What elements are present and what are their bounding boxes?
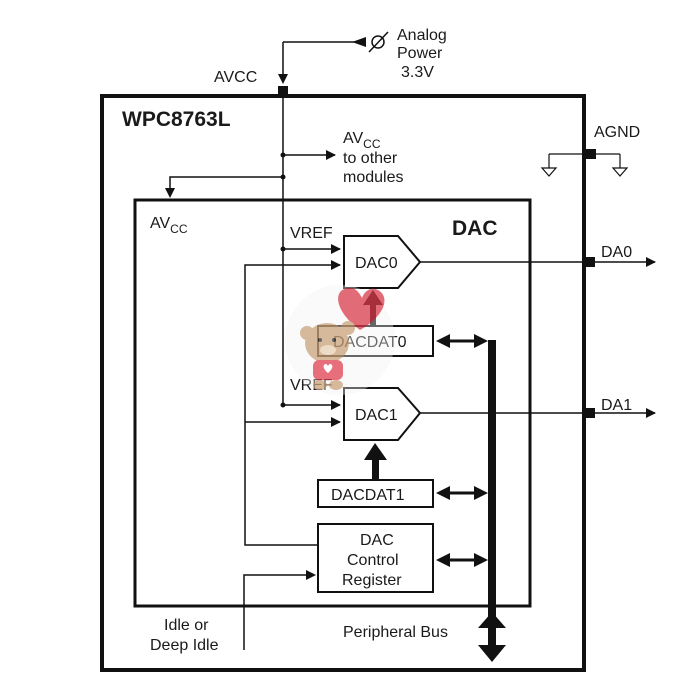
control-bus-link [436, 553, 488, 567]
chip-boundary [100, 94, 586, 672]
inner-avcc-label: AVCC [150, 215, 188, 236]
control-register-label-1: DAC [360, 532, 394, 549]
da1-label: DA1 [601, 397, 632, 414]
dac-module-boundary [133, 198, 532, 608]
shirt-heart-icon [323, 364, 333, 373]
avcc-into-dac-arrow-icon [165, 188, 175, 198]
avcc-pin-label: AVCC [214, 69, 257, 86]
da0-pin [585, 257, 595, 267]
control-register-label-3: Register [342, 572, 402, 589]
peripheral-bus [488, 340, 496, 630]
dacdat1-label: DACDAT1 [331, 487, 405, 504]
avcc-other-label: AVCC [343, 130, 381, 151]
heart-icon [338, 287, 385, 330]
bus-down-arrow-icon [478, 645, 506, 662]
avcc-pin [278, 86, 288, 96]
agnd-pin: AGND [540, 124, 640, 177]
dac1-label: DAC1 [355, 407, 398, 424]
teddy-bear-sticker [285, 285, 395, 395]
bus-up-arrow-icon [478, 612, 506, 628]
dacdat1-to-dac1-arrow-icon [364, 443, 387, 460]
double-arrow-icon [436, 553, 488, 567]
vref0-label: VREF [290, 225, 333, 242]
agnd-label: AGND [594, 124, 640, 141]
dacdat0-bus-link [436, 334, 488, 348]
double-arrow-icon [436, 334, 488, 348]
dac0-block[interactable]: DAC0 [343, 235, 422, 289]
avcc-other-label-2: to other [343, 150, 398, 167]
double-arrow-icon [436, 486, 488, 500]
idle-label-1: Idle or [164, 617, 209, 634]
control-register-label-2: Control [347, 552, 399, 569]
analog-power-source: Analog Power 3.3V [283, 27, 447, 81]
dacdat0-label: DACDAT0 [333, 334, 407, 351]
da1-pin [585, 408, 595, 418]
ground-symbol-icon [611, 167, 629, 177]
chip-name: WPC8763L [122, 108, 231, 131]
peripheral-bus-label: Peripheral Bus [343, 624, 448, 641]
da0-label: DA0 [601, 244, 632, 261]
avcc-down-arrow-icon [278, 74, 288, 84]
dacdat1-register[interactable]: DACDAT1 [317, 479, 434, 508]
ground-symbol-icon [540, 167, 558, 177]
avcc-other-label-3: modules [343, 169, 403, 186]
idle-input-arrow-icon [306, 570, 316, 580]
dac0-label: DAC0 [355, 255, 398, 272]
analog-power-voltage: 3.3V [401, 64, 434, 81]
analog-power-label: Analog [397, 27, 447, 44]
dacdat1-bus-link [436, 486, 488, 500]
dac-control-register[interactable]: DAC Control Register [317, 523, 434, 593]
dac-module-title: DAC [452, 217, 498, 240]
idle-label-2: Deep Idle [150, 637, 219, 654]
power-terminal-icon [371, 35, 385, 49]
analog-power-label-2: Power [397, 45, 443, 62]
dac1-block[interactable]: DAC1 [343, 387, 422, 441]
